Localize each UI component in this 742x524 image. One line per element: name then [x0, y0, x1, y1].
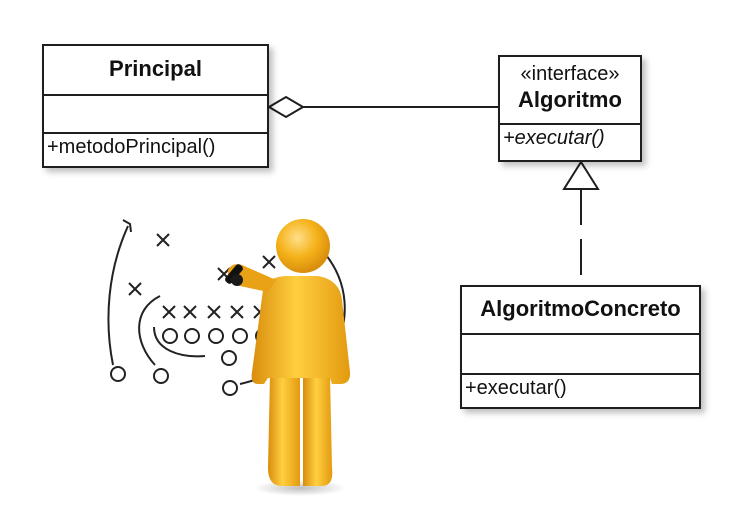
interface-stereotype: «interface»: [520, 63, 620, 85]
class-concreto-name: AlgoritmoConcreto: [480, 296, 681, 321]
realization-association: [562, 160, 600, 285]
interface-algoritmo-name: Algoritmo: [518, 87, 622, 112]
class-principal-attributes: [44, 94, 267, 132]
realization-triangle-icon: [562, 160, 600, 190]
operation-executar: +executar(): [465, 377, 567, 399]
interface-algoritmo[interactable]: «interface» Algoritmo +executar(): [498, 55, 642, 162]
class-principal[interactable]: Principal +metodoPrincipal(): [42, 44, 269, 168]
class-concreto-attributes: [462, 333, 699, 373]
operation-metodo-principal: +metodoPrincipal(): [47, 136, 216, 158]
aggregation-association: [267, 95, 498, 119]
operation-executar-abstract: +executar(): [503, 127, 605, 149]
o-marks-icon: [110, 328, 331, 396]
interface-algoritmo-operations: +executar(): [500, 123, 640, 160]
interface-algoritmo-name-compartment: «interface» Algoritmo: [500, 57, 640, 123]
class-concreto-name-compartment: AlgoritmoConcreto: [462, 287, 699, 333]
aggregation-diamond-icon: [267, 95, 305, 119]
class-algoritmo-concreto[interactable]: AlgoritmoConcreto +executar(): [460, 285, 701, 409]
class-principal-operations: +metodoPrincipal(): [44, 132, 267, 166]
coach-illustration-icon: [107, 219, 351, 496]
class-principal-name: Principal: [109, 56, 202, 81]
class-principal-name-compartment: Principal: [44, 46, 267, 94]
class-concreto-operations: +executar(): [462, 373, 699, 407]
